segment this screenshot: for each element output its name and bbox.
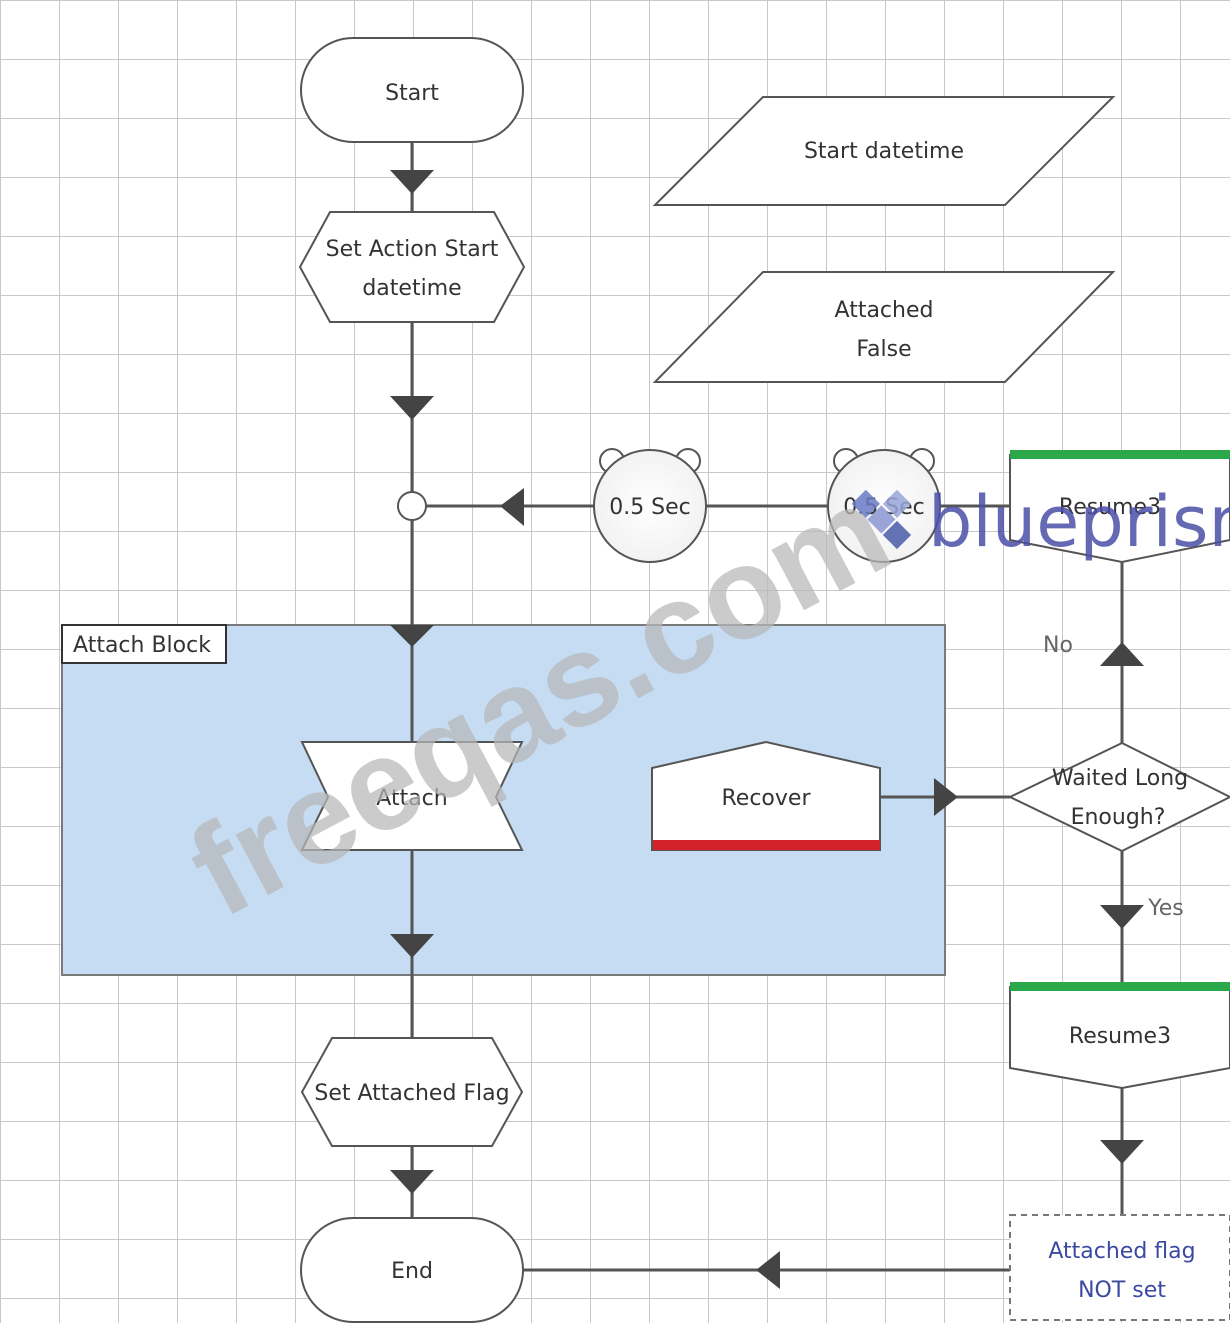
attached-false-line1: Attached bbox=[835, 298, 934, 323]
attach-node[interactable]: Attach bbox=[300, 741, 524, 851]
arrowheads bbox=[390, 170, 1144, 1289]
recover-bar bbox=[653, 840, 880, 850]
set-attached-flag-label: Set Attached Flag bbox=[314, 1081, 509, 1106]
arrow-down-yes bbox=[1100, 905, 1144, 929]
exception-line1: Attached flag bbox=[1048, 1239, 1195, 1264]
wait-left-label: 0.5 Sec bbox=[609, 495, 691, 520]
arrow-down-4 bbox=[390, 934, 434, 958]
arrow-down-resume bbox=[1100, 1140, 1144, 1164]
start-node[interactable]: Start bbox=[300, 37, 524, 143]
arrow-down-1 bbox=[390, 170, 434, 194]
attached-flag-not-set-exception[interactable]: Attached flag NOT set bbox=[1009, 1214, 1230, 1321]
blueprism-watermark: blueprism bbox=[851, 481, 1230, 563]
decision-line2: Enough? bbox=[1071, 805, 1166, 830]
arrow-right-recover bbox=[934, 778, 958, 816]
attach-label: Attach bbox=[376, 786, 447, 811]
attach-block-label-box bbox=[61, 624, 227, 664]
resume-bottom-bar bbox=[1010, 982, 1230, 991]
waited-long-enough-decision[interactable]: Waited Long Enough? bbox=[1007, 741, 1230, 853]
decision-line1: Waited Long bbox=[1052, 766, 1188, 791]
junction-anchor[interactable] bbox=[397, 491, 427, 521]
wait-stopwatch-left[interactable]: 0.5 Sec bbox=[593, 448, 707, 563]
start-datetime-data[interactable]: Start datetime bbox=[652, 96, 1116, 206]
recover-label: Recover bbox=[722, 786, 812, 811]
arrow-down-5 bbox=[390, 1170, 434, 1194]
arrow-up-no bbox=[1100, 642, 1144, 666]
edge-label-yes: Yes bbox=[1147, 896, 1184, 921]
recover-node[interactable]: Recover bbox=[651, 740, 881, 851]
set-attached-flag-calc[interactable]: Set Attached Flag bbox=[300, 1037, 524, 1147]
attached-false-data[interactable]: Attached False bbox=[652, 271, 1116, 383]
set-action-start-calc[interactable]: Set Action Start datetime bbox=[298, 211, 526, 323]
attached-false-line2: False bbox=[856, 337, 911, 362]
set-action-start-line1: Set Action Start bbox=[326, 237, 499, 262]
arrow-left-end bbox=[756, 1251, 780, 1289]
resume-top-bar bbox=[1010, 450, 1230, 459]
arrow-down-3 bbox=[390, 625, 434, 647]
start-datetime-label: Start datetime bbox=[804, 139, 964, 164]
end-node[interactable]: End bbox=[300, 1217, 524, 1323]
end-label: End bbox=[391, 1259, 433, 1284]
set-action-start-line2: datetime bbox=[362, 276, 461, 301]
resume-top-label: Resume3 bbox=[1059, 495, 1161, 520]
arrow-down-2 bbox=[390, 396, 434, 420]
resume-bottom-label: Resume3 bbox=[1069, 1024, 1171, 1049]
edge-label-no: No bbox=[1043, 633, 1073, 658]
start-label: Start bbox=[385, 81, 439, 106]
resume-bottom-node[interactable]: Resume3 bbox=[1009, 982, 1230, 1090]
exception-line2: NOT set bbox=[1078, 1278, 1166, 1303]
arrow-left-wait bbox=[500, 488, 524, 526]
resume-top-node[interactable]: Resume3 bbox=[1009, 450, 1230, 564]
attach-block-label: Attach Block bbox=[73, 633, 211, 658]
blueprism-wordmark: blueprism bbox=[928, 481, 1230, 563]
